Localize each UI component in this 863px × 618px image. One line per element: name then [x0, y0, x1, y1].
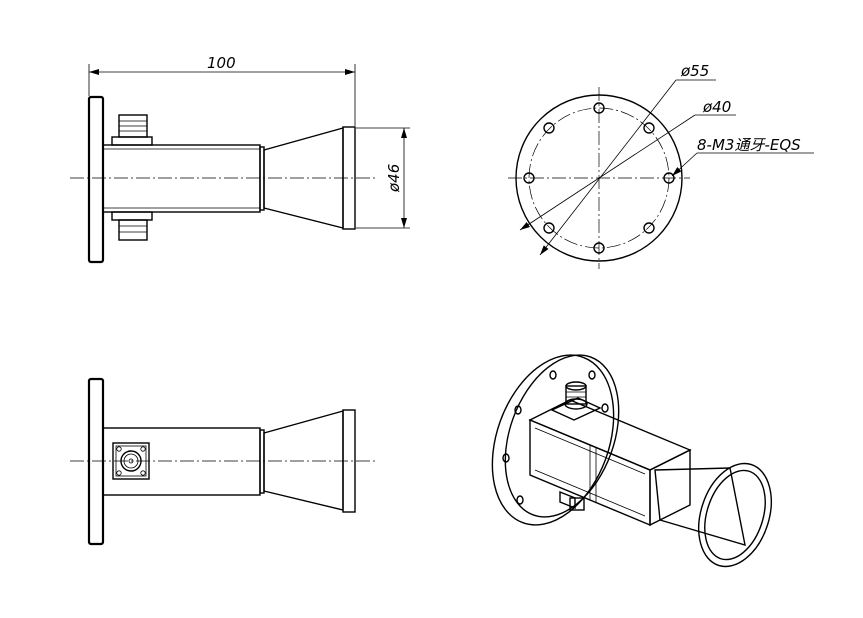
iso-connector-bottom [559, 490, 585, 511]
bolt-hole [523, 172, 535, 184]
dim-cone-diameter: ø46 [356, 127, 410, 229]
flange-plate [87, 95, 105, 264]
side-view-bottom [70, 377, 378, 546]
hole-note-label: 8-M3通牙-EQS [697, 136, 801, 154]
connector-top [111, 114, 153, 146]
iso-connector-top [550, 381, 602, 421]
waveguide-body [102, 427, 261, 496]
bolt-hole [543, 122, 555, 134]
horn-cone [263, 410, 344, 511]
iso-horn-rim [698, 462, 772, 568]
bolt-holes [523, 102, 675, 254]
dim-flange-diameter: ø55 [539, 62, 716, 256]
dim-flange-diameter-label: ø55 [680, 62, 709, 80]
dim-bolt-circle-label: ø40 [702, 98, 731, 116]
dim-bolt-circle-diameter: ø40 [519, 98, 736, 231]
bolt-hole [663, 172, 675, 184]
iso-horn-aperture [704, 469, 766, 561]
hole-note-leader: 8-M3通牙-EQS [671, 136, 814, 177]
bolt-hole [643, 222, 655, 234]
side-view-top: 100 ø46 [70, 54, 410, 264]
dim-length-label: 100 [207, 54, 236, 72]
iso-box-side [649, 448, 691, 527]
dim-length: 100 [88, 54, 356, 126]
bolt-hole [593, 242, 605, 254]
bolt-hole [543, 222, 555, 234]
dim-cone-diameter-label: ø46 [385, 164, 403, 193]
bolt-hole [593, 102, 605, 114]
iso-flange-back [491, 354, 615, 526]
isometric-view [491, 354, 772, 568]
bolt-hole [643, 122, 655, 134]
connector-bottom [111, 211, 153, 241]
iso-horn-cone [654, 467, 746, 546]
flange-plate [87, 377, 105, 546]
waveguide-body [102, 144, 261, 213]
flange-front-view: ø55 ø40 8-M3通牙-EQS [508, 62, 814, 269]
